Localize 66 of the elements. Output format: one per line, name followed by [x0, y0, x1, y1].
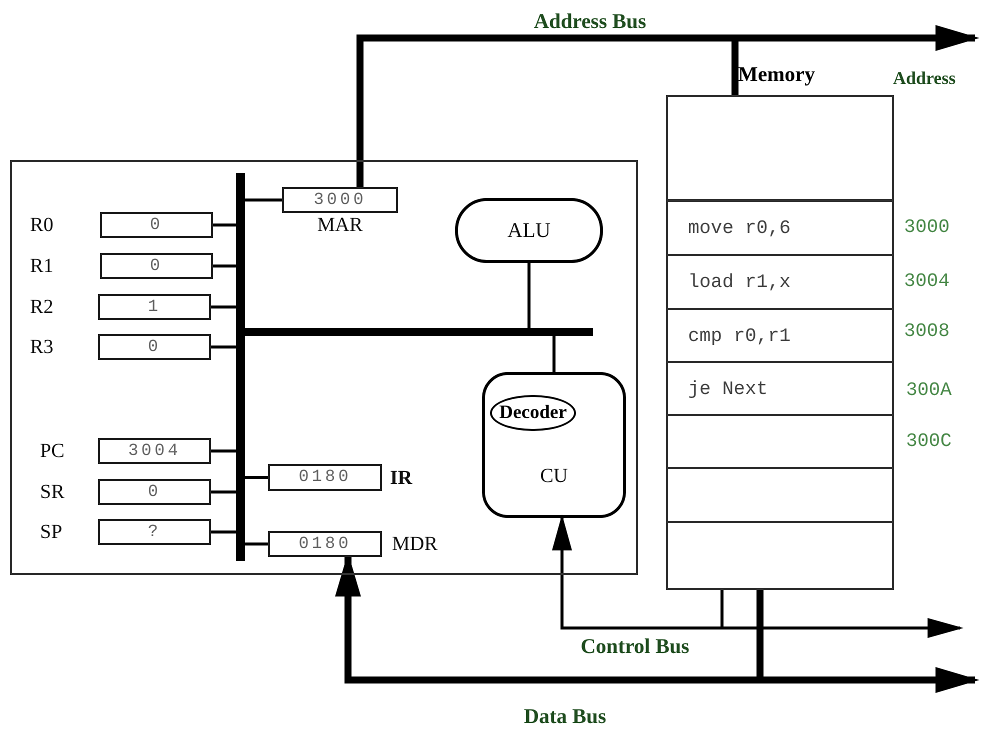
- register-name: R1: [30, 254, 54, 279]
- register-name: SP: [40, 520, 64, 545]
- connector-line: [213, 224, 236, 226]
- register-name: SR: [40, 480, 66, 505]
- instruction-text: load r1,x: [687, 270, 791, 296]
- register-value: 3004: [128, 442, 181, 460]
- register-value: 0180: [298, 469, 352, 486]
- cpu-box: [10, 160, 638, 575]
- register-box: [98, 438, 211, 464]
- connector-line: [211, 450, 236, 452]
- register-name: MAR: [316, 213, 364, 237]
- register-box: [98, 519, 211, 545]
- column-heading: Address: [893, 66, 957, 90]
- register-box: [282, 187, 398, 213]
- address-value: 300C: [906, 428, 953, 454]
- register-name: R0: [30, 213, 54, 238]
- register-box: [268, 464, 382, 491]
- register-name: PC: [40, 439, 66, 464]
- connector-line: [213, 264, 236, 268]
- bus-arrow: [552, 516, 962, 638]
- connector-line: [552, 336, 556, 372]
- control-unit-label: CU: [539, 464, 569, 489]
- instruction-text: move r0,6: [687, 216, 791, 242]
- connector-line: [245, 542, 268, 546]
- register-box: [100, 212, 213, 238]
- address-value: 3004: [904, 269, 951, 294]
- bus-label: Address Bus: [532, 8, 648, 36]
- address-value: 3000: [904, 215, 951, 240]
- connector-line: [211, 530, 236, 534]
- instruction-text: je Next: [687, 376, 768, 402]
- control-unit-box: [482, 372, 626, 518]
- register-box: [98, 294, 211, 320]
- register-box: [268, 531, 382, 557]
- bus-label: Control Bus: [580, 633, 690, 660]
- register-box: [100, 253, 213, 279]
- register-value: 0: [150, 216, 164, 234]
- register-name: R2: [30, 295, 54, 320]
- connector-line: [528, 263, 530, 328]
- decoder-label: Decoder: [499, 400, 567, 425]
- address-value: 300A: [906, 378, 953, 403]
- alu-label: ALU: [507, 216, 551, 244]
- connector-line: [211, 346, 236, 348]
- register-name: MDR: [392, 532, 439, 557]
- bus-arrow: [356, 25, 978, 187]
- bus-label: Data Bus: [522, 704, 608, 730]
- register-value: 1: [148, 298, 162, 316]
- register-value: ?: [148, 524, 162, 540]
- connector-line: [211, 490, 236, 494]
- instruction-text: cmp r0,r1: [687, 324, 791, 349]
- connector-line: [211, 306, 236, 308]
- connector-line: [245, 198, 282, 202]
- register-value: 0: [148, 338, 162, 356]
- register-value: 0: [150, 258, 164, 274]
- connector-line: [245, 476, 268, 479]
- connector-line: [720, 590, 724, 628]
- register-value: 0180: [298, 536, 352, 552]
- register-value: 0: [148, 484, 162, 500]
- register-name: IR: [390, 466, 414, 490]
- alu-box: [455, 198, 603, 263]
- register-box: [98, 334, 211, 360]
- memory-title: Memory: [738, 61, 816, 88]
- register-box: [98, 479, 211, 505]
- register-name: R3: [30, 335, 54, 360]
- address-value: 3008: [904, 318, 951, 344]
- register-value: 3000: [314, 192, 366, 208]
- bus-bar: [236, 173, 245, 561]
